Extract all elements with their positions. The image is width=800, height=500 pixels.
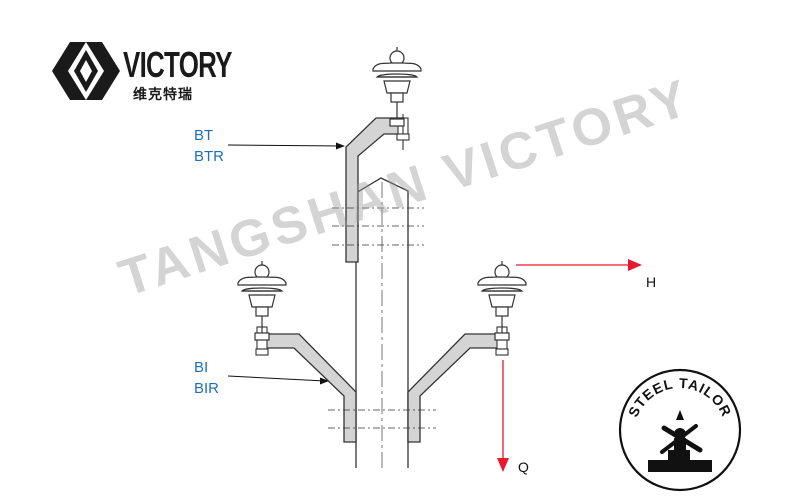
lower-bracket-label-bi: BI: [194, 359, 209, 376]
right-insulator: [477, 260, 527, 341]
left-insulator: [237, 260, 287, 341]
horizontal-load-label: H: [646, 274, 657, 290]
steel-tailor-badge: STEEL TAILOR: [618, 368, 742, 492]
welding-figure-icon: [648, 410, 712, 472]
left-lower-bracket: [255, 326, 357, 443]
vertical-load-arrow: [497, 360, 509, 472]
right-lower-bracket: [407, 326, 509, 443]
top-bracket-label: BT BTR: [194, 125, 224, 167]
lower-bracket-callout-arrow: [227, 375, 329, 385]
top-bracket-label-bt: BT: [194, 127, 214, 144]
vertical-load-label: Q: [518, 459, 529, 475]
horizontal-load-arrow: [516, 259, 642, 271]
lower-bracket-label-bir: BIR: [194, 380, 220, 397]
brand-name-cn: 维克特瑞: [133, 87, 193, 103]
top-bracket-label-btr: BTR: [194, 148, 224, 165]
top-bracket-callout-arrow: [227, 142, 345, 150]
top-bracket-bolt-lines: [332, 207, 424, 246]
lower-bracket-label: BI BIR: [194, 357, 219, 399]
victory-logo-mark-icon: [52, 42, 120, 100]
pole: [355, 177, 409, 470]
top-insulator: [372, 46, 422, 127]
victory-logo: VICTORY 维克特瑞: [50, 38, 232, 108]
lower-bracket-bolt-lines: [328, 409, 436, 429]
brand-name: VICTORY: [123, 44, 232, 85]
